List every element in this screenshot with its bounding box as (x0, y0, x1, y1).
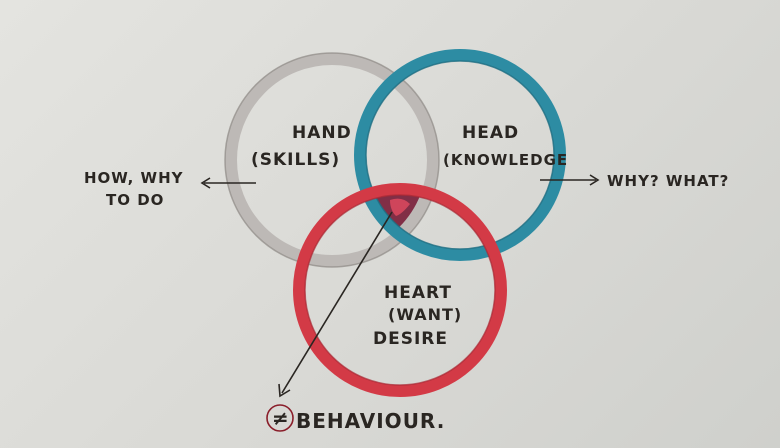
hand-circle-edge (224, 52, 440, 268)
hand-label-line1: HAND (292, 123, 352, 143)
bottom-annotation: BEHAVIOUR. (296, 409, 445, 433)
not-equal-circle (266, 404, 294, 432)
right-annotation: WHY? WHAT? (607, 172, 729, 190)
overlap-highlight (390, 198, 410, 216)
behaviour-arrow-head (278, 383, 291, 398)
not-equal-symbol: ≠ (272, 406, 290, 430)
head-circle (354, 49, 566, 261)
left-arrow-head (200, 177, 211, 189)
hand-label-line2: (SKILLS) (251, 150, 340, 170)
head-circle-edge (365, 60, 555, 250)
heart-label-line1: HEART (384, 283, 452, 303)
hand-circle (225, 53, 439, 267)
heart-circle-edge (304, 194, 496, 386)
behaviour-arrow-line (281, 211, 393, 394)
heart-label-line2: (WANT) (388, 305, 462, 324)
head-label-line1: HEAD (462, 123, 519, 143)
heart-label-line3: DESIRE (373, 329, 448, 349)
left-annotation-line2: TO DO (106, 191, 164, 209)
right-arrow-head (589, 174, 600, 186)
heart-circle (293, 183, 507, 397)
head-label-line2: (KNOWLEDGE (443, 151, 568, 169)
left-annotation-line1: HOW, WHY (84, 169, 184, 187)
